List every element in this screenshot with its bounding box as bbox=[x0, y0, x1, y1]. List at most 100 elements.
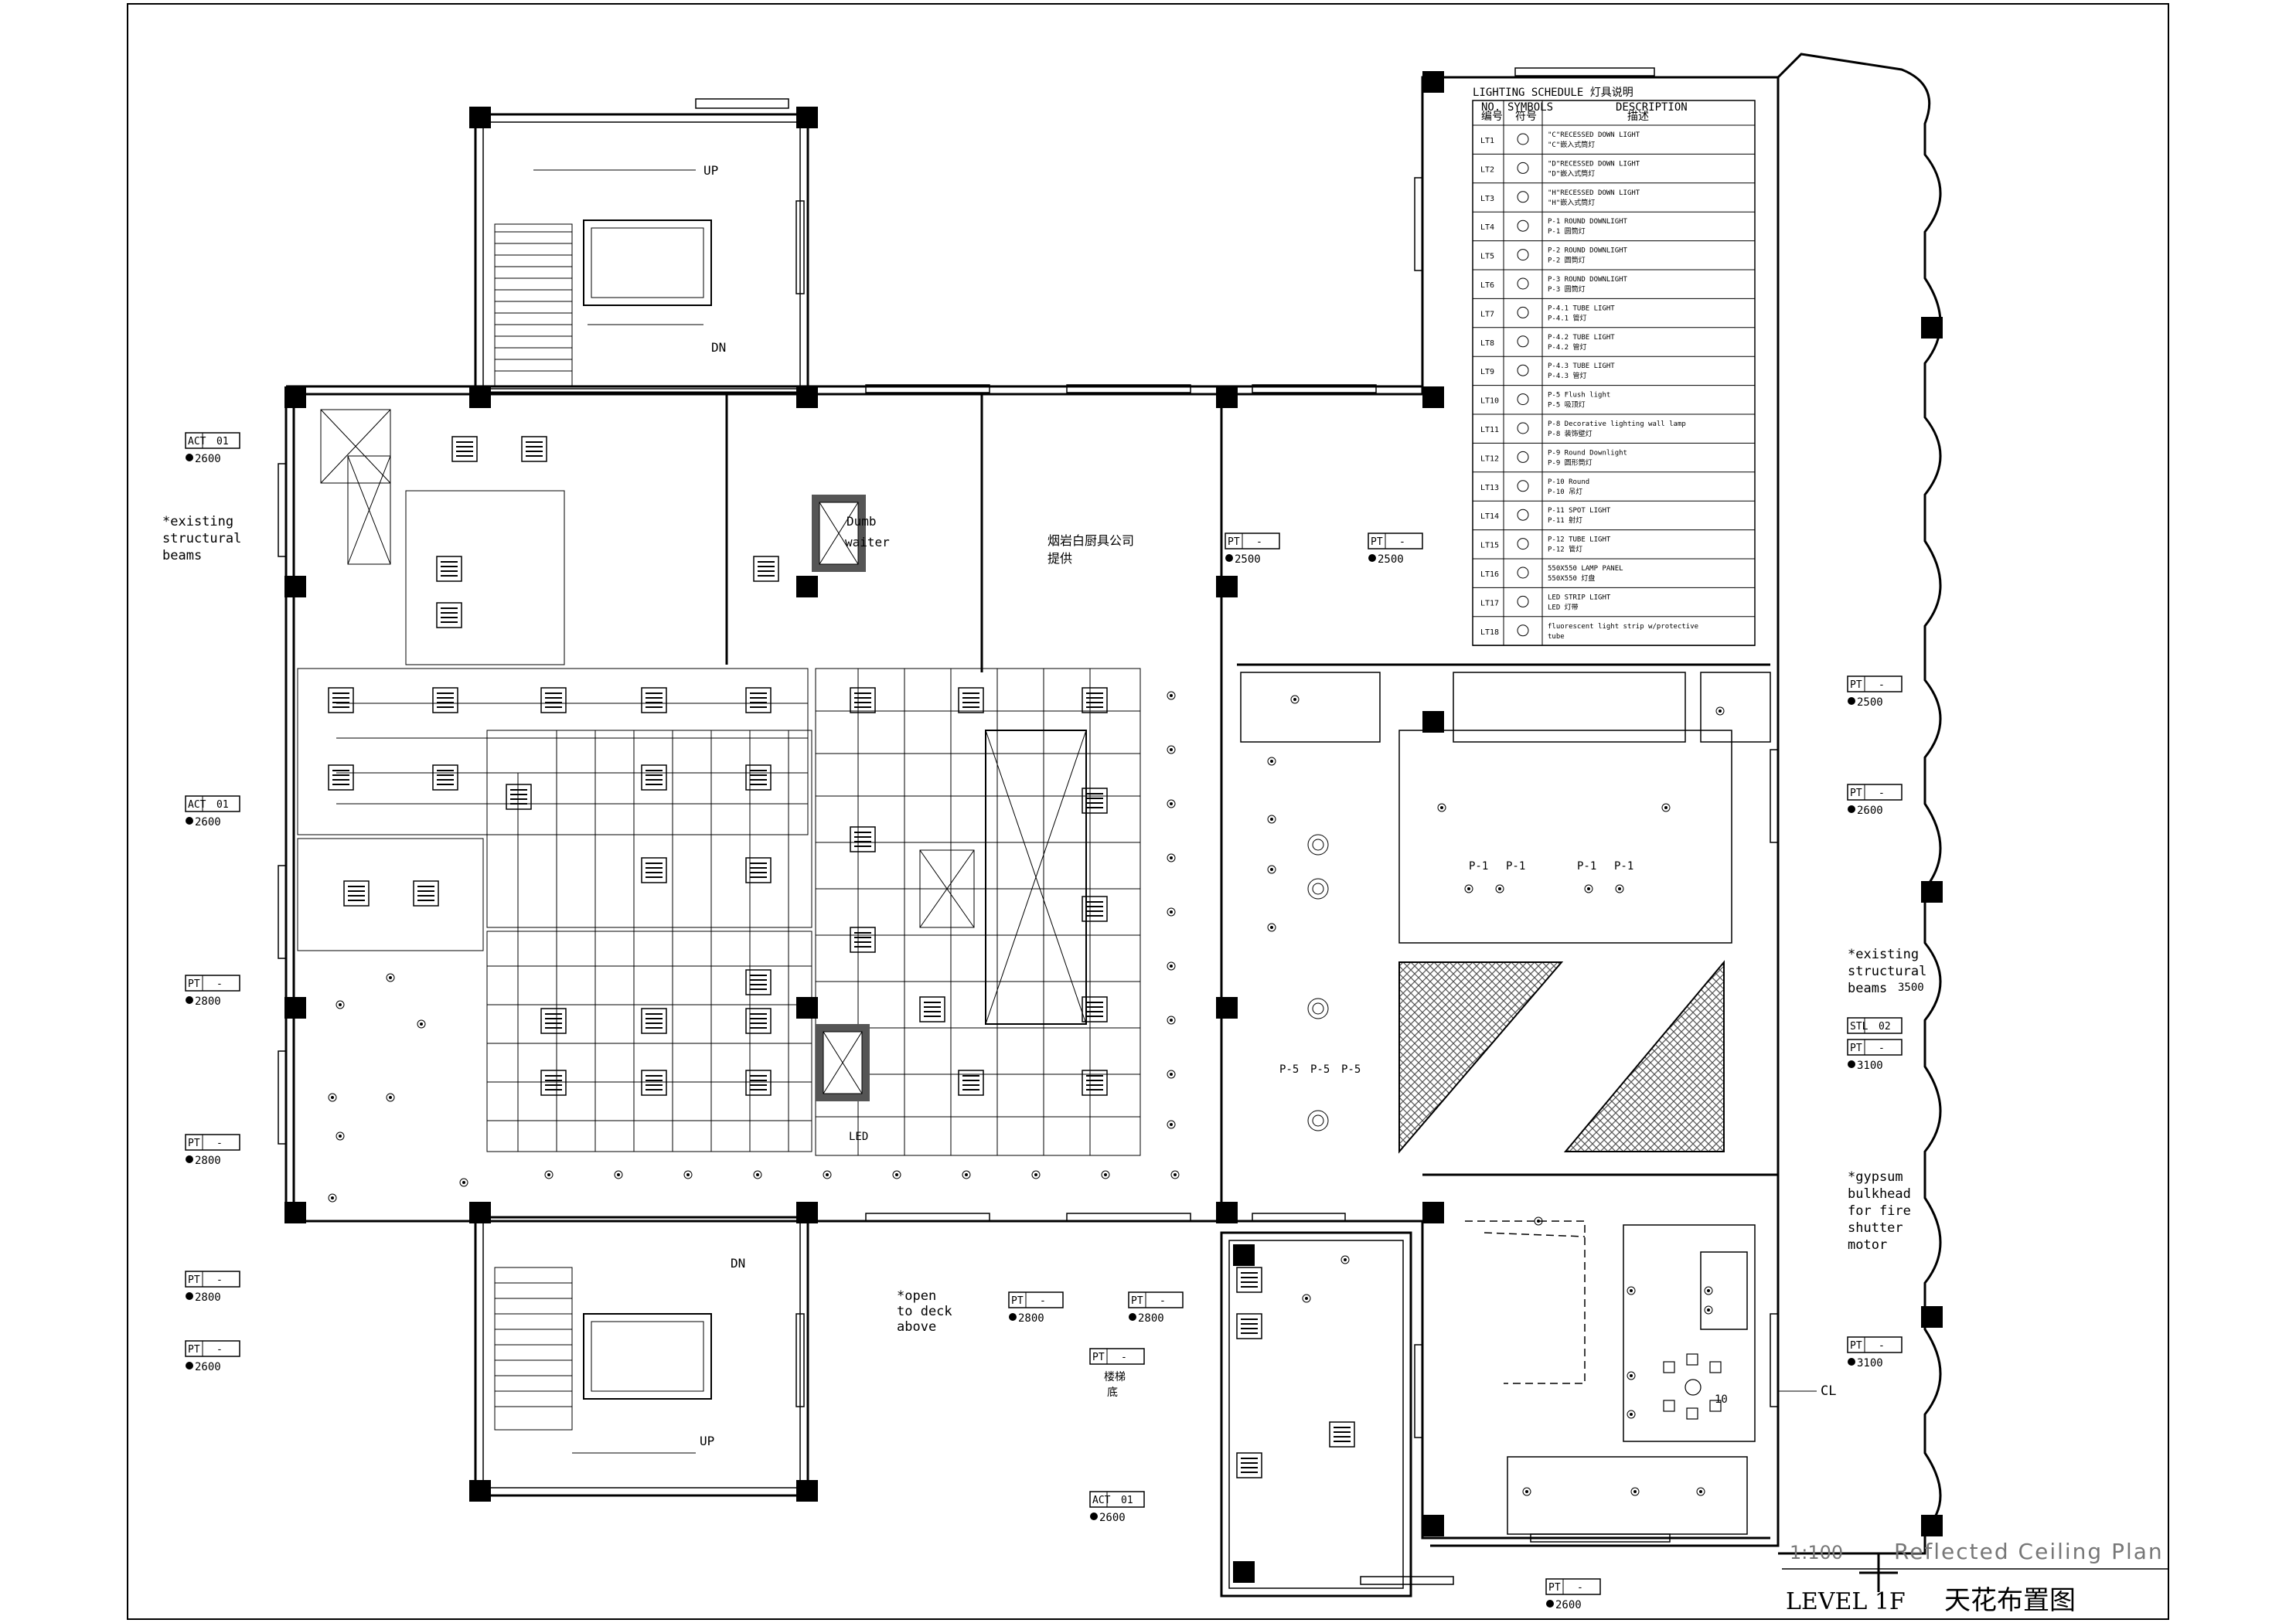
downlight bbox=[417, 1019, 426, 1029]
downlight bbox=[683, 1170, 693, 1179]
downlight bbox=[1167, 691, 1176, 700]
legend-row-no: LT8 bbox=[1480, 339, 1494, 348]
lamp-panel bbox=[1329, 1421, 1355, 1448]
legend-row-no: LT1 bbox=[1480, 137, 1494, 145]
downlight bbox=[1627, 1371, 1636, 1380]
legend-row-desc: P-10 Round bbox=[1548, 478, 1589, 486]
hatched-ceiling-right bbox=[1563, 960, 1725, 1152]
height-marker bbox=[1848, 697, 1855, 705]
downlight bbox=[1167, 1016, 1176, 1025]
chandelier-fixture bbox=[1663, 1353, 1722, 1420]
legend-row-desc: P-1 ROUND DOWNLIGHT bbox=[1548, 218, 1628, 226]
ceiling-tag-code: PT bbox=[188, 1138, 200, 1149]
stair-tag-2: 底 bbox=[1107, 1387, 1118, 1399]
ceiling-tag: PT-2800 bbox=[185, 1271, 240, 1304]
label-p5-b: P-5 bbox=[1310, 1063, 1330, 1076]
legend-row-desc: P-12 TUBE LIGHT bbox=[1548, 536, 1611, 544]
legend-symbol bbox=[1517, 219, 1529, 232]
lamp-panel bbox=[1236, 1452, 1262, 1478]
downlight bbox=[544, 1170, 554, 1179]
stair-bottom-dn-label: DN bbox=[731, 1256, 745, 1271]
legend-symbol bbox=[1517, 509, 1529, 521]
ceiling-tag-code: PT bbox=[1548, 1582, 1561, 1594]
lamp-panel bbox=[1082, 1070, 1108, 1096]
lamp-panel bbox=[745, 1070, 772, 1096]
ceiling-tag-num: - bbox=[1256, 536, 1262, 548]
ceiling-tag-code: PT bbox=[1131, 1295, 1143, 1307]
ceiling-tag-height: 2500 bbox=[1378, 553, 1404, 566]
note-beams-right: *existing structural beams bbox=[1848, 947, 1926, 996]
legend-row-desc-cn: P-1 圆筒灯 bbox=[1548, 226, 1586, 236]
legend-row-no: LT11 bbox=[1480, 426, 1499, 434]
legend-title: LIGHTING SCHEDULE 灯具说明 bbox=[1473, 87, 1633, 99]
label-p5-c: P-5 bbox=[1341, 1063, 1361, 1076]
note-deck-1: *open bbox=[897, 1288, 936, 1304]
ceiling-tag-num: - bbox=[1040, 1295, 1046, 1307]
note-deck-2: to deck bbox=[897, 1304, 952, 1319]
lamp-panel bbox=[745, 857, 772, 883]
lamp-panel bbox=[1082, 996, 1108, 1022]
legend-row-no: LT7 bbox=[1480, 310, 1494, 318]
legend-row-desc: P-9 Round Downlight bbox=[1548, 449, 1627, 457]
downlight bbox=[1167, 1120, 1176, 1129]
legend-symbol bbox=[1517, 451, 1529, 463]
legend-symbol bbox=[1517, 162, 1529, 174]
downlight bbox=[1584, 884, 1593, 893]
lamp-panel bbox=[1082, 687, 1108, 713]
ceiling-tag: PT-2800 bbox=[185, 975, 240, 1008]
legend-symbol bbox=[1517, 335, 1529, 348]
title-scale: 1:100 bbox=[1790, 1542, 1843, 1563]
legend-row-no: LT15 bbox=[1480, 542, 1499, 550]
lamp-panel bbox=[745, 969, 772, 995]
downlight bbox=[1495, 884, 1504, 893]
lamp-panel bbox=[958, 687, 984, 713]
downlight bbox=[1290, 695, 1300, 704]
ceiling-tag: PT - 2600 bbox=[1545, 1578, 1601, 1611]
ceiling-tag-height: 2800 bbox=[195, 995, 221, 1008]
label-p1-b: P-1 bbox=[1506, 860, 1525, 873]
downlight bbox=[1627, 1410, 1636, 1419]
ceiling-tag: PT-3100 bbox=[1847, 1039, 1903, 1072]
lamp-panel bbox=[641, 1070, 667, 1096]
ceiling-tag-code: PT bbox=[1092, 1352, 1105, 1363]
title-cn: 天花布置图 bbox=[1944, 1585, 2076, 1616]
downlight bbox=[823, 1170, 832, 1179]
note-beams-left: *existing structural beams bbox=[162, 514, 241, 563]
ceiling-tag-num: - bbox=[1577, 1582, 1583, 1594]
lamp-panel bbox=[506, 784, 532, 810]
legend-symbol bbox=[1517, 364, 1529, 376]
downlight bbox=[1267, 815, 1276, 824]
lamp-panel bbox=[451, 436, 478, 462]
legend-head-no: NO. bbox=[1481, 101, 1501, 114]
legend-rows: LT1"C"RECESSED DOWN LIGHT"C"嵌入式筒灯LT2"D"R… bbox=[1480, 131, 1698, 641]
ceiling-tag-num: 01 bbox=[1121, 1495, 1133, 1506]
legend-row-desc-cn: P-12 管灯 bbox=[1548, 545, 1582, 554]
ceiling-tag-code: STL bbox=[1850, 1021, 1868, 1033]
lamp-panel bbox=[753, 556, 779, 582]
ceiling-tag-height: 2600 bbox=[1555, 1599, 1582, 1611]
legend-head-desc: DESCRIPTION bbox=[1616, 101, 1688, 114]
title-en: Reflected Ceiling Plan bbox=[1894, 1539, 2164, 1564]
ceiling-tag: PT-2800 bbox=[1128, 1291, 1184, 1325]
dumbwaiter-label-1: Dumb bbox=[847, 514, 877, 529]
downlight bbox=[1340, 1255, 1350, 1264]
note-gypsum-4: shutter bbox=[1848, 1220, 1903, 1236]
label-led: LED bbox=[849, 1131, 868, 1143]
height-marker bbox=[1225, 554, 1233, 562]
kitchen-note-line1: 烟岩白厨具公司 bbox=[1048, 533, 1134, 548]
legend-row-desc-cn: P-10 吊灯 bbox=[1548, 488, 1582, 496]
lamp-panel bbox=[432, 764, 458, 791]
legend-row-desc: LED STRIP LIGHT bbox=[1548, 594, 1611, 601]
note-gypsum-1: *gypsum bbox=[1848, 1169, 1903, 1185]
stair-top-dn-label: DN bbox=[711, 340, 726, 355]
ceiling-tag-height: 2600 bbox=[1857, 805, 1883, 817]
